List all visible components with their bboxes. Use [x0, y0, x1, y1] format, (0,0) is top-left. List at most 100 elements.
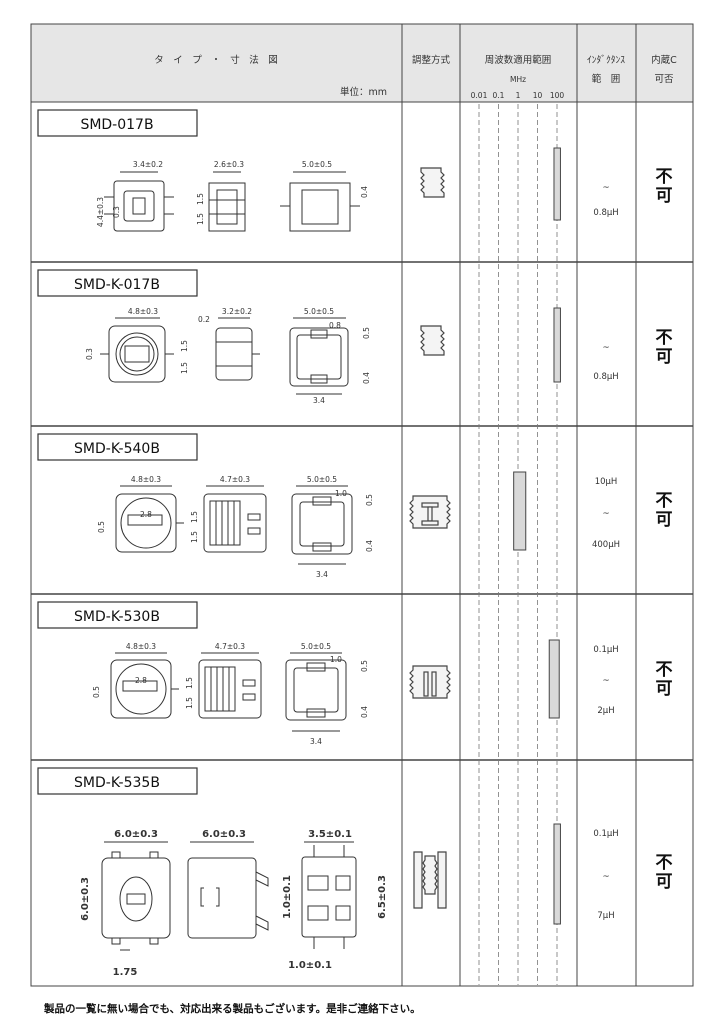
adjust-core-icon [413, 851, 447, 909]
freq-tick-label: 100 [550, 91, 565, 100]
dimension-label: 3.4 [310, 737, 322, 746]
table-header-bg [31, 24, 693, 102]
inductance-value: 400μH [592, 540, 620, 550]
builtin-c-char: 可 [656, 679, 673, 699]
header-builtin-c: 内蔵C [651, 54, 677, 66]
adjust-core-icon [409, 495, 451, 529]
header-freq-unit: MHz [510, 75, 526, 84]
footer-note: 製品の一覧に無い場合でも、対応出来る製品もございます。是非ご連絡下さい。 [44, 1003, 421, 1015]
dimension-label: 3.4 [313, 396, 325, 405]
dimension-drawing [101, 841, 357, 951]
dimension-label: 1.5 [180, 340, 189, 352]
dimension-drawing [104, 171, 360, 232]
freq-range-bar [513, 471, 527, 551]
dimension-label: 0.5 [362, 327, 371, 339]
dimension-label: 0.5 [365, 494, 374, 506]
builtin-c-status: 不可 [656, 853, 673, 892]
builtin-c-char: 不 [656, 660, 673, 680]
dimension-label: 5.0±0.5 [301, 642, 331, 651]
dimension-label: 0.4 [362, 372, 371, 384]
header-type-dimension: タ イ プ ・ 寸 法 図 [154, 54, 278, 66]
inductance-value: 0.1μH [593, 645, 618, 655]
dimension-label: 1.5 [190, 511, 199, 523]
dimension-label: 1.0±0.1 [282, 875, 293, 919]
dimension-label: 6.0±0.3 [114, 829, 158, 840]
product-label-box [37, 767, 198, 795]
inductance-value: 0.8μH [593, 372, 618, 382]
dimension-label: 2.8 [135, 676, 147, 685]
freq-tick-label: 0.01 [471, 91, 488, 100]
table-frame [30, 23, 694, 987]
dimension-label: 6.5±0.3 [377, 875, 388, 919]
dimension-label: 4.7±0.3 [220, 475, 250, 484]
dimension-label: 1.5 [190, 531, 199, 543]
dimension-label: 1.5 [196, 193, 205, 205]
dimension-label: 4.8±0.3 [128, 307, 158, 316]
dimension-label: 4.7±0.3 [215, 642, 245, 651]
inductance-value: ~ [602, 343, 609, 353]
adjust-core-icon [420, 167, 445, 198]
builtin-c-status: 不可 [656, 491, 673, 530]
dimension-label: 4.8±0.3 [126, 642, 156, 651]
product-label: SMD-K-530B [74, 609, 160, 625]
freq-range-bar [553, 307, 561, 383]
dimension-label: 3.4 [316, 570, 328, 579]
freq-tick-label: 0.1 [493, 91, 505, 100]
dimension-label: 6.0±0.3 [80, 877, 91, 921]
dimension-label: 1.0 [335, 489, 347, 498]
dimension-label: 0.5 [92, 686, 101, 698]
dimension-label: 0.4 [365, 540, 374, 552]
dimension-label: 0.3 [85, 348, 94, 360]
dimension-label: 5.0±0.5 [302, 160, 332, 169]
dimension-label: 2.6±0.3 [214, 160, 244, 169]
builtin-c-status: 不可 [656, 167, 673, 206]
freq-range-bar [548, 639, 560, 719]
inductance-value: 2μH [597, 706, 614, 716]
dimension-label: 1.5 [185, 697, 194, 709]
dimension-label: 0.2 [198, 315, 210, 324]
product-row: SMD-K-540B 4.8±0.3 4.7±0.3 5.0±0.5 1.0 2… [37, 433, 673, 579]
freq-range-bar [553, 823, 561, 925]
header-freq-range: 周波数適用範囲 [485, 54, 552, 66]
dimension-label: 2.8 [140, 510, 152, 519]
dimension-label: 0.3 [112, 206, 121, 218]
dimension-label: 6.0±0.3 [202, 829, 246, 840]
builtin-c-char: 可 [656, 872, 673, 892]
inductance-value: 10μH [595, 477, 618, 487]
product-label-box [37, 601, 198, 629]
header-builtin-c-ok: 可否 [654, 74, 674, 85]
inductance-value: 0.8μH [593, 208, 618, 218]
builtin-c-status: 不可 [656, 328, 673, 367]
header-inductance-range: 範 囲 [592, 73, 621, 85]
product-label-box [37, 433, 198, 461]
header-adjust-method: 調整方式 [412, 54, 451, 66]
dimension-label: 5.0±0.5 [304, 307, 334, 316]
inductance-value: ~ [602, 509, 609, 519]
dimension-label: 3.2±0.2 [222, 307, 252, 316]
builtin-c-char: 可 [656, 347, 673, 367]
builtin-c-char: 不 [656, 167, 673, 187]
dimension-label: 1.75 [113, 967, 138, 978]
dimension-label: 0.8 [329, 321, 341, 330]
product-row: SMD-K-535B 6.0±0.3 6.0±0.3 3.5±0.1 6.0±0… [37, 767, 673, 978]
dimension-label: 1.0±0.1 [288, 960, 332, 971]
dimension-label: 4.8±0.3 [131, 475, 161, 484]
builtin-c-char: 不 [656, 491, 673, 511]
dimension-label: 0.4 [360, 706, 369, 718]
adjust-core-icon [409, 665, 451, 699]
builtin-c-char: 不 [656, 328, 673, 348]
product-row: SMD-017B 3.4±0.2 2.6±0.3 5.0±0.5 4.4±0.3… [37, 109, 673, 232]
dimension-label: 3.4±0.2 [133, 160, 163, 169]
product-row: SMD-K-530B 4.8±0.3 4.7±0.3 5.0±0.5 1.0 2… [37, 601, 673, 746]
header-inductance: ｲﾝﾀﾞｸﾀﾝｽ [587, 55, 625, 66]
dimension-label: 0.4 [360, 186, 369, 198]
dimension-label: 1.5 [185, 677, 194, 689]
product-label: SMD-K-540B [74, 441, 160, 457]
dimension-drawing [115, 485, 353, 565]
dimension-label: 3.5±0.1 [308, 829, 352, 840]
builtin-c-status: 不可 [656, 660, 673, 699]
freq-range-bars [513, 147, 561, 925]
product-label-box [37, 109, 198, 137]
